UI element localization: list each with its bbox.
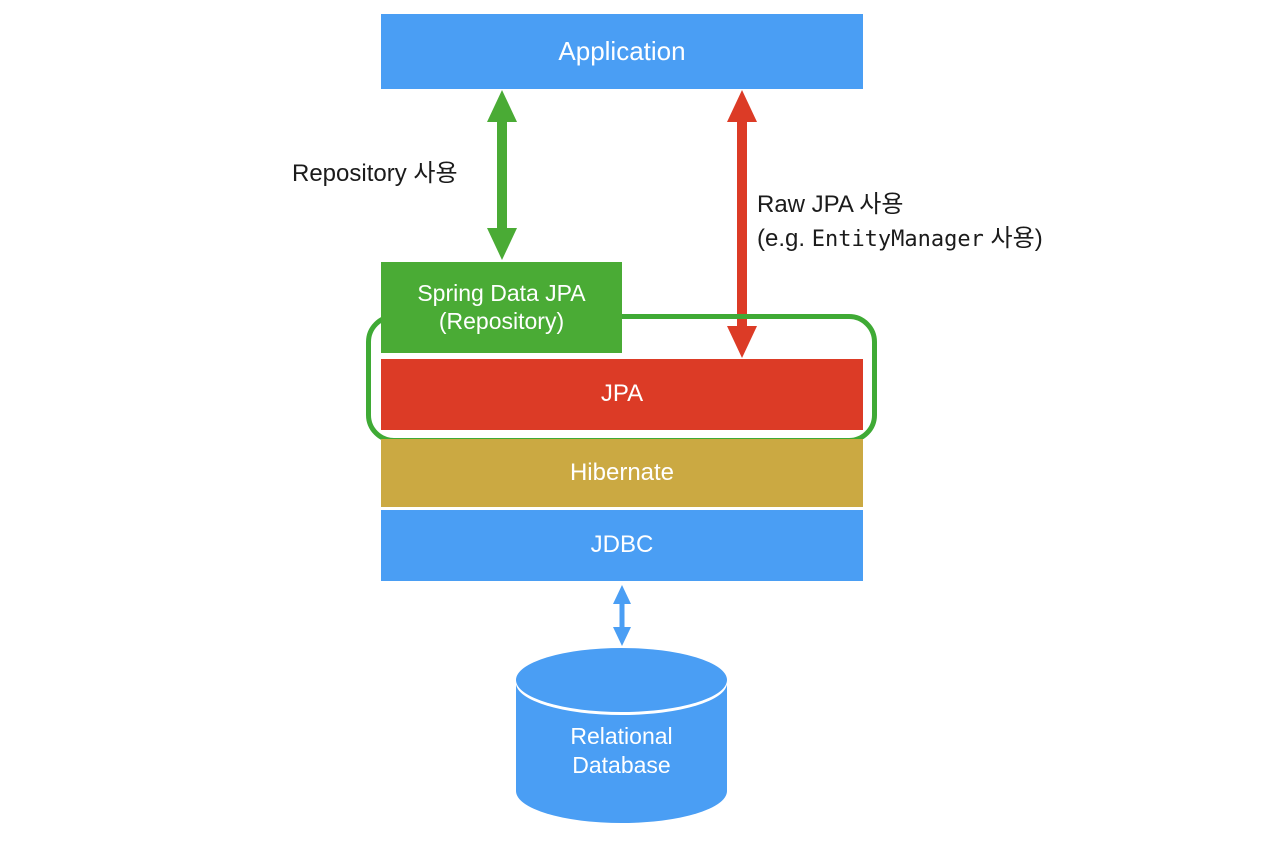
blue-arrow-head-down xyxy=(613,627,631,646)
edge-label-raw-jpa-entitymanager: EntityManager xyxy=(811,227,984,253)
layer-box-application[interactable]: Application xyxy=(381,14,863,89)
connector-jdbc-to-database xyxy=(613,585,631,646)
database-label-line1: Relational xyxy=(570,723,673,749)
red-arrow-head-down xyxy=(727,326,757,358)
layer-box-jdbc[interactable]: JDBC xyxy=(381,510,863,581)
edge-label-raw-jpa-prefix: (e.g. xyxy=(757,225,812,253)
red-arrow-head-up xyxy=(727,90,757,122)
green-arrow-head-down xyxy=(487,228,517,260)
connector-application-to-jpa xyxy=(727,90,757,358)
edge-label-repository-usage: Repository 사용 xyxy=(292,157,458,191)
database-label-group: Relational Database xyxy=(516,722,727,781)
edge-label-raw-jpa-usage: Raw JPA 사용 (e.g. EntityManager 사용) xyxy=(757,188,1043,256)
cylinder-top-lid xyxy=(516,648,727,712)
layer-box-hibernate[interactable]: Hibernate xyxy=(381,439,863,507)
layer-label-spring-data-jpa-line1: Spring Data JPA xyxy=(417,280,586,307)
layer-label-hibernate: Hibernate xyxy=(569,458,675,486)
layer-label-jpa: JPA xyxy=(600,380,644,408)
edge-label-raw-jpa-suffix: 사용) xyxy=(983,225,1043,253)
layer-box-jpa[interactable]: JPA xyxy=(381,359,863,430)
connector-application-to-spring-data-jpa xyxy=(487,90,517,260)
blue-arrow-head-up xyxy=(613,585,631,604)
edge-label-raw-jpa-line2: (e.g. EntityManager 사용) xyxy=(757,222,1043,256)
layer-label-application: Application xyxy=(558,36,686,67)
database-label-line2: Database xyxy=(572,752,671,779)
cylinder-body xyxy=(516,687,727,823)
layer-label-jdbc: JDBC xyxy=(590,531,654,559)
edge-label-raw-jpa-line1: Raw JPA 사용 xyxy=(757,191,904,218)
layer-box-spring-data-jpa[interactable]: Spring Data JPA (Repository) xyxy=(381,262,622,353)
green-arrow-head-up xyxy=(487,90,517,122)
layer-label-spring-data-jpa-line2: (Repository) xyxy=(438,307,565,334)
edge-label-repository-usage-text: Repository 사용 xyxy=(292,160,458,187)
